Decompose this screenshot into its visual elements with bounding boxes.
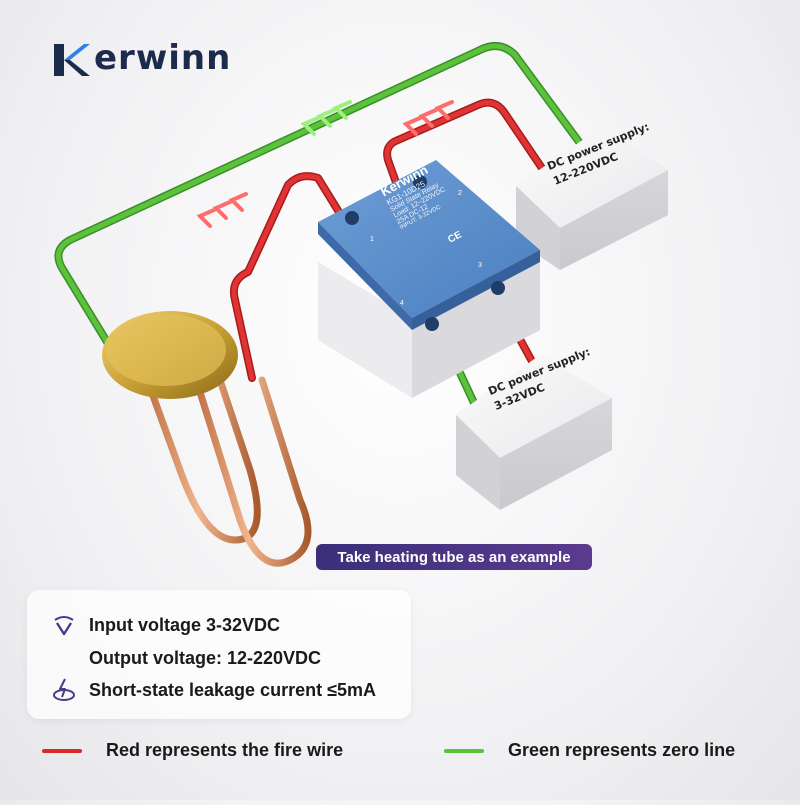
legend-red: Red represents the fire wire	[42, 740, 343, 761]
legend-green-swatch	[444, 748, 484, 753]
chevron-left-icon	[402, 116, 422, 136]
green-arrow-group	[300, 100, 352, 136]
relay-screw	[491, 281, 505, 295]
relay-terminal-2: 2	[458, 190, 462, 197]
relay-terminal-1: 1	[370, 236, 374, 243]
voltage-v-icon	[54, 616, 74, 636]
chevron-left-icon	[228, 192, 248, 212]
legend-green: Green represents zero line	[444, 740, 735, 761]
relay-terminal-3: 3	[478, 262, 482, 269]
relay-screw	[345, 211, 359, 225]
chevron-left-icon	[316, 108, 336, 128]
relay-module	[318, 160, 540, 331]
spec-leakage-current: Short-state leakage current ≤5mA	[89, 680, 376, 700]
legend-red-text: Red represents the fire wire	[106, 740, 344, 760]
spec-output-voltage: Output voltage: 12-220VDC	[89, 648, 322, 668]
brand-logo: erwinn	[52, 38, 232, 80]
power-supply-top	[516, 128, 668, 270]
red-arrow-group-2	[402, 100, 454, 136]
spec-card: Input voltage 3-32VDC Output voltage: 12…	[27, 590, 411, 719]
legend-green-text: Green represents zero line	[508, 740, 736, 760]
relay-screw	[425, 317, 439, 331]
red-arrow-group-1	[196, 192, 248, 228]
relay-screw	[413, 175, 427, 189]
legend-red-swatch	[42, 748, 82, 753]
heating-tube	[102, 311, 312, 567]
chevron-left-icon	[418, 108, 438, 128]
relay-terminal-4: 4	[400, 300, 404, 307]
leakage-current-icon	[53, 678, 75, 701]
spec-input-voltage: Input voltage 3-32VDC	[89, 615, 281, 635]
chevron-left-icon	[300, 116, 320, 136]
relay-housing	[318, 250, 540, 398]
brand-name: erwinn	[94, 38, 232, 78]
chevron-left-icon	[196, 208, 216, 228]
chevron-left-icon	[332, 100, 352, 120]
example-caption: Take heating tube as an example	[316, 544, 592, 570]
chevron-left-icon	[434, 100, 454, 120]
chevron-left-icon	[212, 200, 232, 220]
brand-k-icon	[54, 44, 90, 76]
power-supply-bottom	[456, 355, 612, 510]
